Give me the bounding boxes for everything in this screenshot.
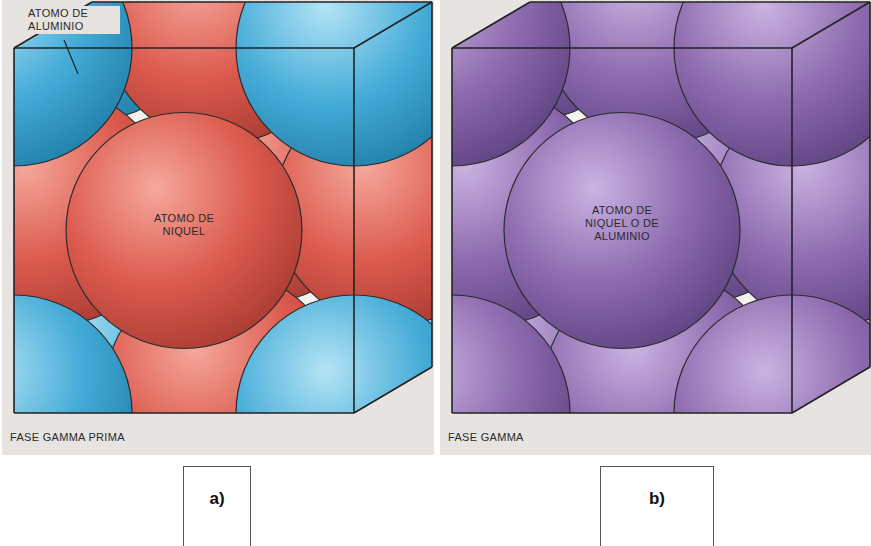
cube-edge <box>451 48 453 413</box>
cube-edge <box>14 412 354 414</box>
cube-edge <box>452 2 530 48</box>
cube-edge <box>14 47 354 49</box>
cube-edge <box>354 2 432 48</box>
part-label: ATOMO DE NIQUEL O DE ALUMINIO <box>574 204 670 243</box>
cube-edge <box>792 2 870 48</box>
face-atom <box>504 113 740 349</box>
figure-caption: FASE GAMMA PRIMA <box>8 430 176 445</box>
cube-edge <box>354 367 432 413</box>
cube-edge <box>431 2 433 367</box>
cube-edge <box>452 412 792 414</box>
corner-atom <box>674 0 871 166</box>
leader-line <box>64 40 78 74</box>
cube-edge <box>530 1 870 3</box>
cube-edge <box>353 48 355 413</box>
cube-edge <box>452 47 792 49</box>
part-label: ATOMO DE ALUMINIO <box>26 6 120 34</box>
figure-caption: FASE GAMMA <box>446 430 594 445</box>
panel-tag-box: b) <box>600 466 714 546</box>
cube-edge <box>869 2 871 367</box>
face-atom <box>66 113 302 349</box>
cube-edge <box>13 48 15 413</box>
cube-edge <box>92 1 432 3</box>
unit-cell <box>334 0 871 531</box>
cube-edge <box>792 367 870 413</box>
cube-edge <box>791 48 793 413</box>
part-label: ATOMO DE NIQUEL <box>144 212 224 238</box>
panel-tag: a) <box>209 489 224 546</box>
panel-tag: b) <box>649 489 665 546</box>
panel-tag-box: a) <box>183 466 251 546</box>
